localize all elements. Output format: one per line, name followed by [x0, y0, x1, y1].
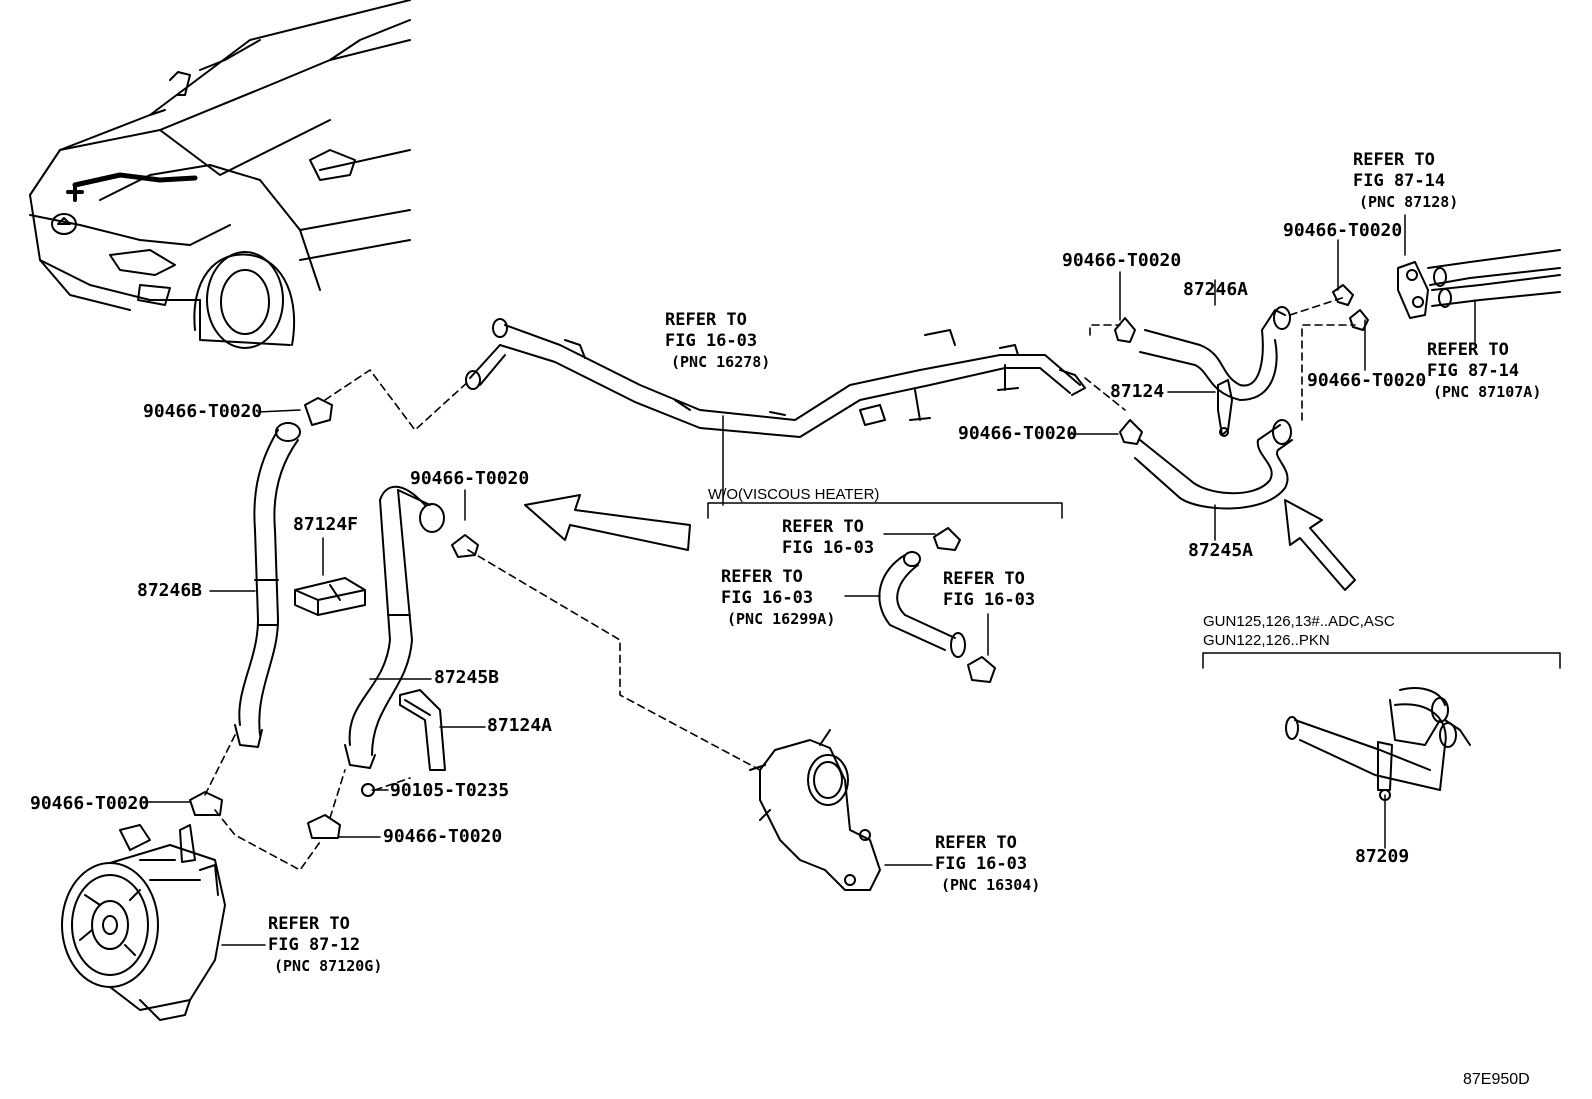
part-label-clamp-lower-mid: 90466-T0020 [383, 826, 503, 847]
ref-pump-pnc: (PNC 87120G) [274, 957, 383, 975]
part-label-87209: 87209 [1355, 846, 1410, 867]
part-label-87124a: 87124A [487, 715, 553, 736]
ref-valve-right-line2: FIG 87-14 [1427, 361, 1520, 381]
note-gun-line2: GUN122,126..PKN [1203, 632, 1330, 649]
note-wo-viscous-heater: W/O(VISCOUS HEATER) [708, 486, 880, 503]
part-label-clamp-pump: 90466-T0020 [30, 793, 150, 814]
diagram-id: 87E950D [1463, 1071, 1530, 1088]
water-valve [1397, 249, 1561, 319]
bracket-87124a [399, 689, 446, 771]
note-gun-line1: GUN125,126,13#..ADC,ASC [1203, 613, 1395, 630]
ref-valve-top-line2: FIG 87-14 [1353, 171, 1446, 191]
vehicle-illustration [29, 0, 411, 349]
ref-inset-hose-pnc: (PNC 16299A) [727, 610, 836, 628]
hose-87209 [1285, 687, 1471, 801]
part-label-clamp-far-right-low: 90466-T0020 [1307, 370, 1427, 391]
ref-pump: REFER TO FIG 87-12 (PNC 87120G) [268, 914, 382, 977]
ref-water-outlet: REFER TO FIG 16-03 (PNC 16304) [935, 833, 1040, 896]
ref-pipe-line2: FIG 16-03 [665, 331, 758, 351]
part-label-87246b: 87246B [137, 580, 203, 601]
ref-water-outlet-line2: FIG 16-03 [935, 854, 1028, 874]
ref-pipe-pnc: (PNC 16278) [671, 353, 771, 371]
ref-valve-top: REFER TO FIG 87-14 (PNC 87128) [1353, 150, 1458, 213]
part-label-clamp-top-left: 90466-T0020 [143, 401, 263, 422]
part-label-clamp-upper-right: 90466-T0020 [1062, 250, 1182, 271]
part-label-87245b: 87245B [434, 667, 500, 688]
ref-valve-right: REFER TO FIG 87-14 (PNC 87107A) [1427, 340, 1541, 403]
bracket-87124 [1217, 379, 1233, 437]
ref-inset-clamp-line2: FIG 16-03 [782, 538, 875, 558]
arrows [524, 494, 1356, 591]
ref-valve-top-line1: REFER TO [1353, 150, 1435, 170]
ref-inset-clamp2-line1: REFER TO [943, 569, 1025, 589]
ref-pump-line2: FIG 87-12 [268, 935, 361, 955]
ref-water-outlet-line1: REFER TO [935, 833, 1017, 853]
part-label-90105-t0235: 90105-T0235 [390, 780, 510, 801]
part-label-clamp-right-mid: 90466-T0020 [958, 423, 1078, 444]
ref-inset-clamp-line1: REFER TO [782, 517, 864, 537]
ref-inset-clamp2-line2: FIG 16-03 [943, 590, 1036, 610]
part-label-clamp-far-right-top: 90466-T0020 [1283, 220, 1403, 241]
clamps [189, 284, 1369, 839]
note-gun-variants: GUN125,126,13#..ADC,ASC GUN122,126..PKN [1203, 612, 1395, 650]
ref-inset-hose: REFER TO FIG 16-03 (PNC 16299A) [721, 567, 835, 630]
inset-hose [878, 551, 966, 658]
part-label-87124: 87124 [1110, 381, 1165, 402]
ref-inset-clamp: REFER TO FIG 16-03 [782, 517, 874, 559]
part-label-87245a: 87245A [1188, 540, 1254, 561]
bracket-87124f [294, 577, 366, 616]
hose-87246a [1139, 306, 1291, 401]
part-label-87246a: 87246A [1183, 279, 1249, 300]
ref-valve-right-line1: REFER TO [1427, 340, 1509, 360]
hose-87245b [344, 485, 445, 769]
part-label-clamp-center: 90466-T0020 [410, 468, 530, 489]
heater-pipe [465, 318, 1086, 438]
ref-inset-hose-line1: REFER TO [721, 567, 803, 587]
ref-inset-hose-line2: FIG 16-03 [721, 588, 814, 608]
ref-inset-clamp2: REFER TO FIG 16-03 [943, 569, 1035, 611]
ref-valve-top-pnc: (PNC 87128) [1359, 193, 1459, 211]
ref-water-outlet-pnc: (PNC 16304) [941, 876, 1041, 894]
vacuum-pump [61, 824, 226, 1021]
ref-pump-line1: REFER TO [268, 914, 350, 934]
ref-pipe: REFER TO FIG 16-03 (PNC 16278) [665, 310, 770, 373]
hose-87246b [234, 422, 301, 748]
water-outlet [749, 729, 881, 891]
part-label-87124f: 87124F [293, 514, 359, 535]
hose-87245a [1134, 419, 1293, 510]
ref-pipe-line1: REFER TO [665, 310, 747, 330]
ref-valve-right-pnc: (PNC 87107A) [1433, 383, 1542, 401]
